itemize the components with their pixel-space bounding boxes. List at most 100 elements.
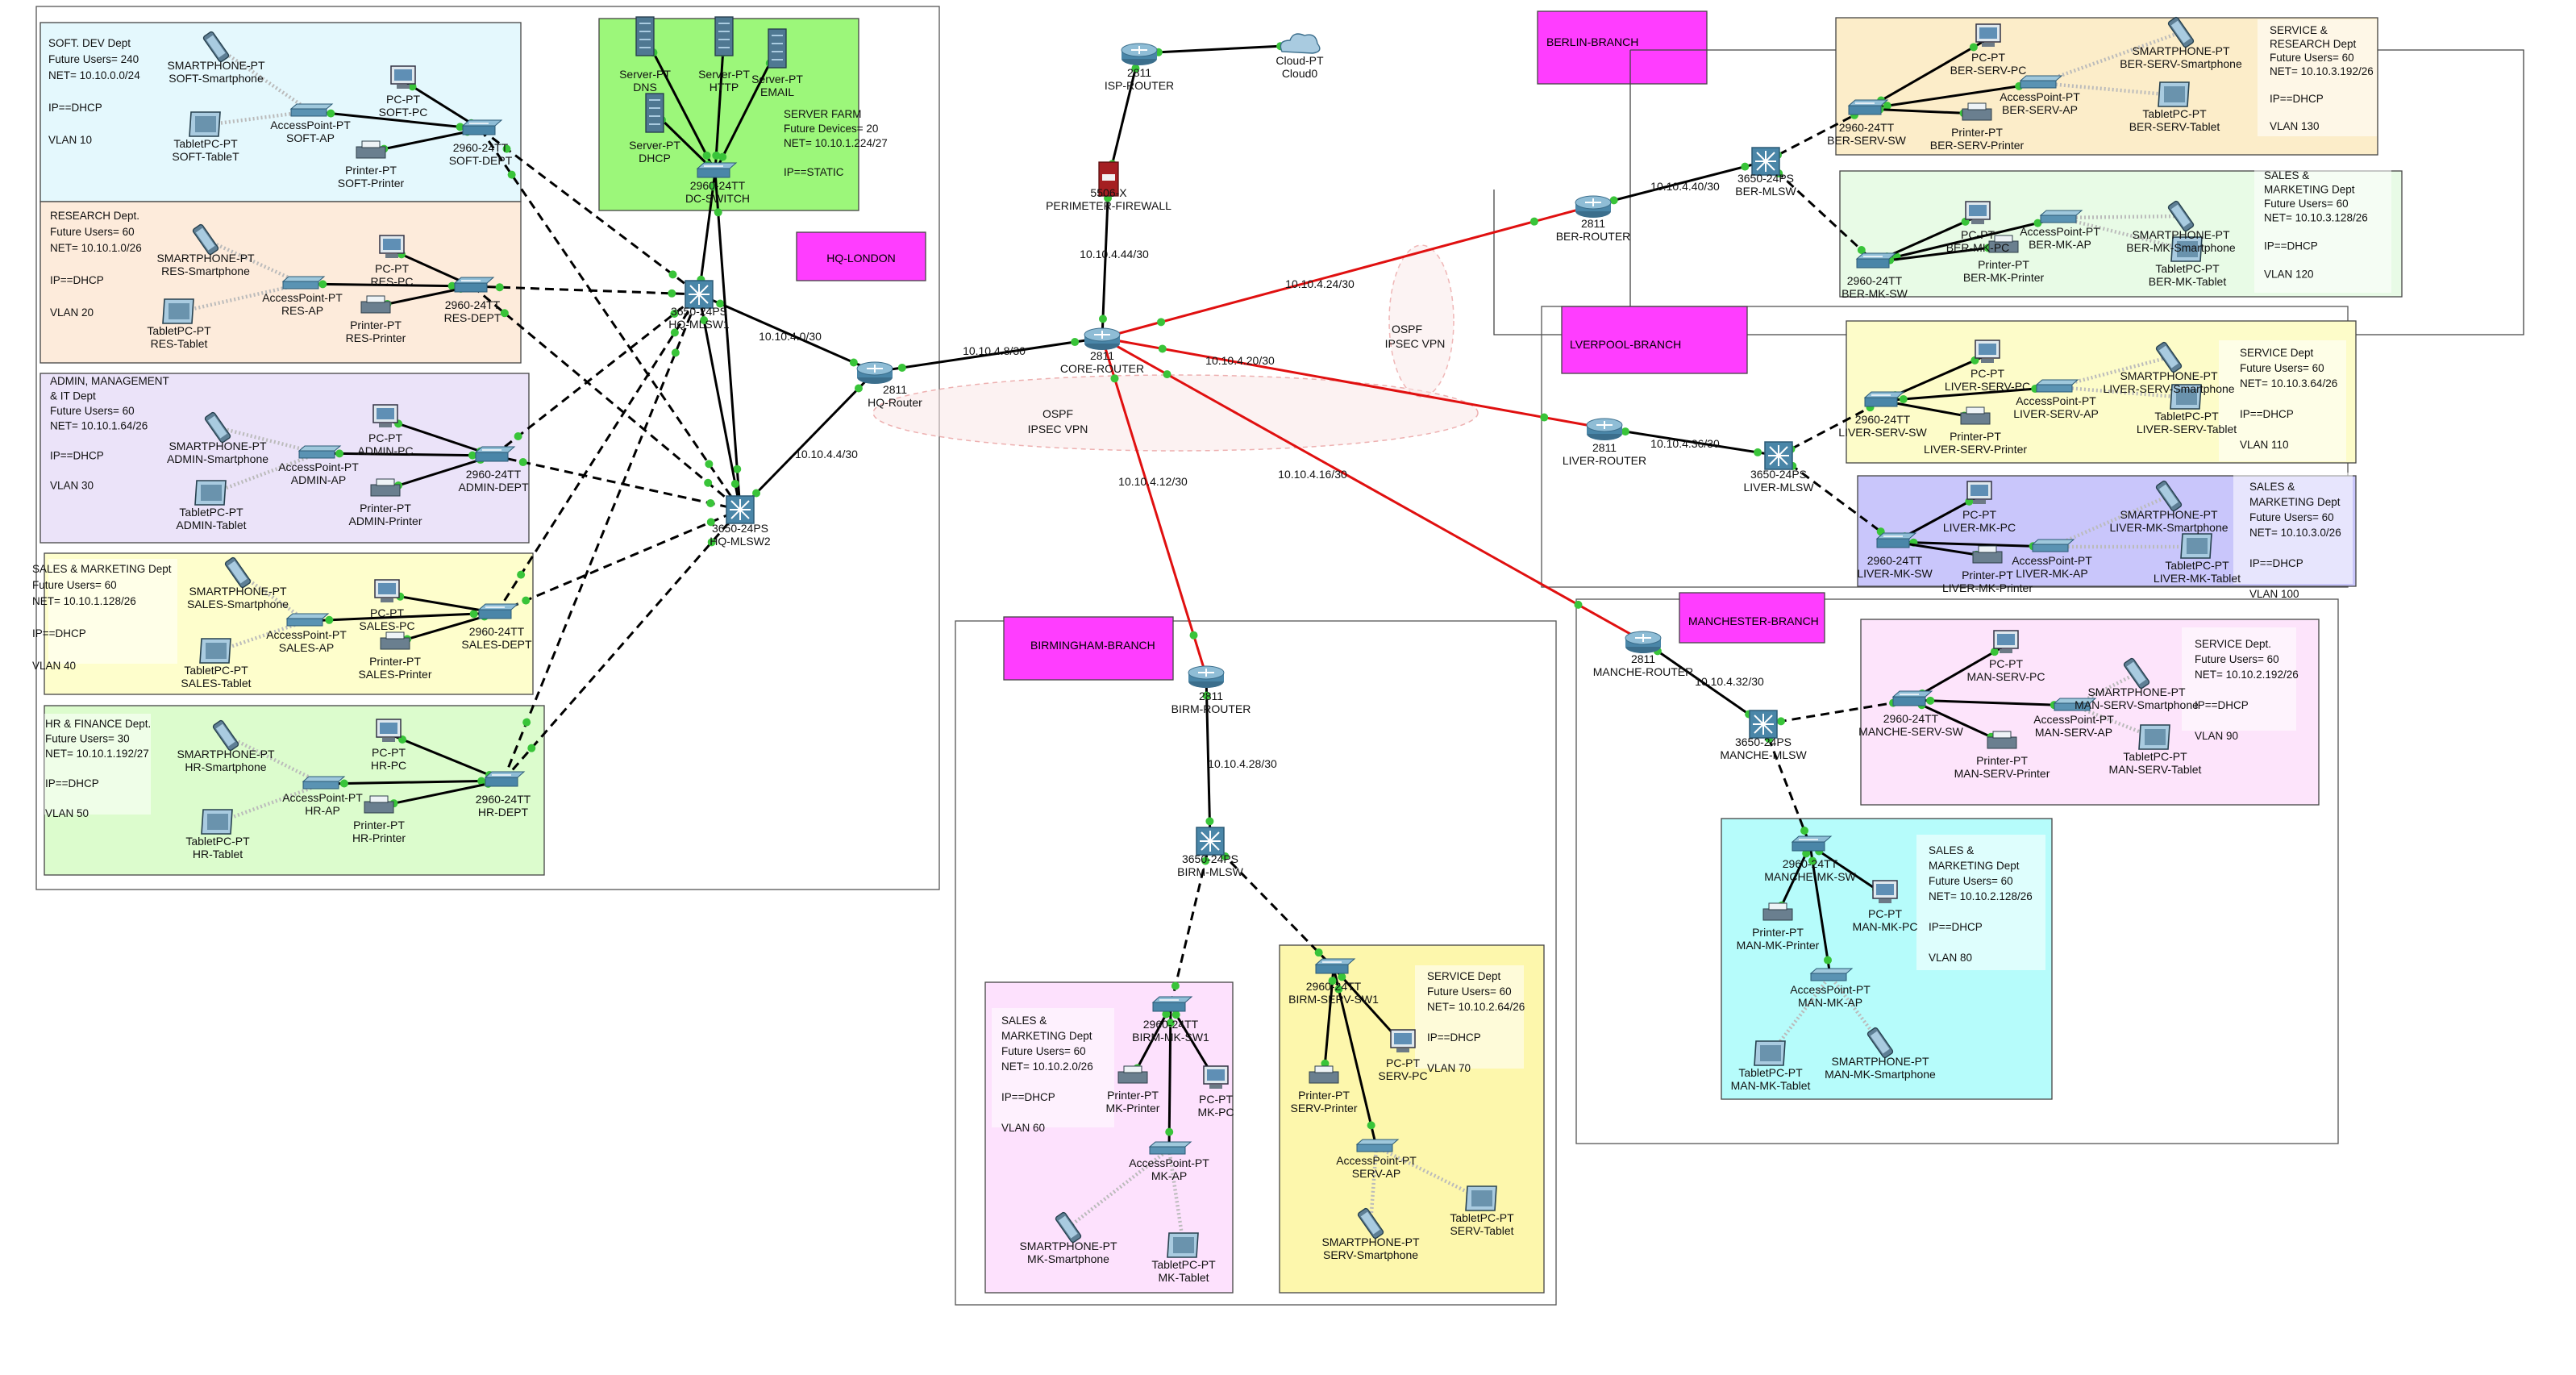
device-name-label: PERIMETER-FIREWALL (1046, 199, 1171, 212)
device-model-label: Cloud-PT (1276, 54, 1324, 67)
ap-icon-top (2019, 75, 2063, 81)
device-model-label: 2960-24TT (1855, 413, 1911, 426)
device-name-label: BER-SERV-PC (1950, 64, 2027, 77)
tablet-icon-screen (195, 116, 216, 132)
printer-icon-body (370, 484, 401, 497)
printer-icon-body (364, 801, 394, 814)
device-model-label: TabletPC-PT (2142, 107, 2207, 120)
liver_serv-note-line: NET= 10.10.3.64/26 (2240, 377, 2337, 390)
ap-icon-front (1149, 1146, 1186, 1155)
manchester-zone-frame (1575, 598, 2339, 1144)
adm-printer-icon (370, 478, 401, 497)
link-status-dot (1899, 394, 1908, 403)
admin-note-line: VLAN 30 (50, 480, 94, 492)
server-link (643, 35, 717, 173)
device-name-label: LIVER-SERV-Smartphone (2103, 382, 2234, 395)
ap-icon-top (298, 445, 342, 452)
smartphone-icon-screen (206, 35, 226, 58)
pc-icon-stand (1982, 43, 1995, 47)
liver-mlsw-serv (1778, 399, 1883, 457)
device-name-label: BER-SERV-Tablet (2129, 120, 2220, 133)
dept-mlsw1-uplink (495, 294, 701, 614)
device-name-label: LIVER-MK-SW (1857, 567, 1933, 580)
mlsw-icon-arrows (1755, 151, 1776, 172)
device-model-label: AccessPoint-PT (1129, 1156, 1209, 1169)
device-model-label: Printer-PT (1752, 926, 1804, 939)
device-model-label: 2960-24TT (1306, 980, 1362, 993)
printer-icon-body (1962, 108, 1992, 121)
device-model-label: 3650-24PS (671, 305, 727, 318)
link-status-dot (668, 270, 677, 279)
link-status-dot (733, 465, 742, 473)
pc-icon-stand (1396, 1048, 1409, 1052)
hr-access-point-icon (302, 776, 346, 790)
isp-router-icon (1121, 43, 1158, 65)
adm-smartphone-icon (204, 411, 231, 444)
link-status-dot (1824, 956, 1832, 965)
adm-pc-icon (372, 404, 398, 427)
printer-icon-paper (1768, 902, 1787, 910)
device-name-label: SERV-Smartphone (1323, 1248, 1418, 1261)
vpn-label: OSPF (1042, 407, 1073, 420)
link-status-dot (897, 363, 906, 372)
man-serv-smartphone-icon (2123, 657, 2150, 690)
tablet-icon-screen (2176, 389, 2197, 405)
link-status-dot (1205, 817, 1214, 826)
serverfarm-note-line: Future Devices= 20 (784, 123, 878, 135)
hr-pc-icon (376, 719, 402, 742)
liver_mk-note-line: Future Users= 60 (2249, 511, 2334, 523)
link-status-dot (1776, 717, 1785, 726)
soft-switch-icon (461, 119, 503, 135)
sales-notes-bg (48, 559, 177, 664)
ap-phone-wireless (205, 237, 303, 286)
liver-serv-smartphone-icon (2155, 341, 2183, 373)
liver-mk-pc-icon (1966, 481, 1992, 504)
device-name-label: BER-MK-Smartphone (2126, 241, 2236, 254)
smartphone-icon-screen (207, 415, 227, 439)
sw-printer-link (1910, 698, 2003, 744)
link-status-dot (1609, 196, 1618, 205)
switch-icon-front (1152, 1002, 1186, 1012)
device-name-label: BER-MK-SW (1841, 287, 1908, 300)
ber_mk-note-line: MARKETING Dept (2264, 184, 2355, 196)
device-name-label: ADMIN-Smartphone (167, 452, 268, 465)
hq-vpn-tunnel (872, 374, 1479, 452)
fw-isp-link (1107, 52, 1141, 180)
device-name-label: LIVER-SERV-PC (1945, 380, 2030, 393)
pc-icon-screen (383, 239, 401, 250)
device-model-label: PC-PT (1868, 907, 1902, 920)
device-model-label: PC-PT (386, 93, 420, 106)
device-model-label: TabletPC-PT (185, 835, 250, 848)
man_serv-note-line: IP==DHCP (2195, 699, 2249, 711)
link-status-dot (1926, 696, 1935, 705)
device-model-label: 3650-24PS (1750, 468, 1807, 481)
ber-router-mlsw (1592, 160, 1767, 207)
device-model-label: TabletPC-PT (1450, 1211, 1514, 1224)
smartphone-icon-screen (1058, 1215, 1078, 1239)
liverpool-tag (1561, 306, 1748, 374)
device-model-label: AccessPoint-PT (270, 119, 351, 131)
device-model-label: Printer-PT (1962, 569, 2013, 581)
core-router-icon (1084, 327, 1121, 350)
dept-mlsw1-uplink (493, 293, 700, 457)
core-fw-link (1101, 178, 1110, 339)
device-name-label: MK-Printer (1106, 1102, 1160, 1115)
hr-smartphone-icon (212, 719, 239, 752)
link-status-dot (1110, 374, 1119, 383)
liver_mk-note-line: SALES & (2249, 481, 2295, 493)
switch-icon-front (454, 282, 488, 293)
link-status-dot (706, 518, 715, 527)
switch-icon-front (485, 777, 518, 787)
device-model-label: 2960-24TT (476, 793, 531, 806)
device-model-label: PC-PT (1970, 367, 2004, 380)
printer-icon-paper (1966, 406, 1985, 415)
birm-serv-pc-icon (1390, 1029, 1416, 1052)
liver_serv-note-line: Future Users= 60 (2240, 362, 2324, 374)
device-name-label: ADMIN-PC (357, 444, 413, 457)
ap-icon-top (2031, 539, 2075, 545)
link-status-dot (514, 432, 522, 440)
server-icon-body (768, 28, 787, 69)
printer-icon-body (380, 637, 410, 650)
switch-icon-front (1792, 841, 1825, 852)
link-status-dot (517, 570, 526, 579)
